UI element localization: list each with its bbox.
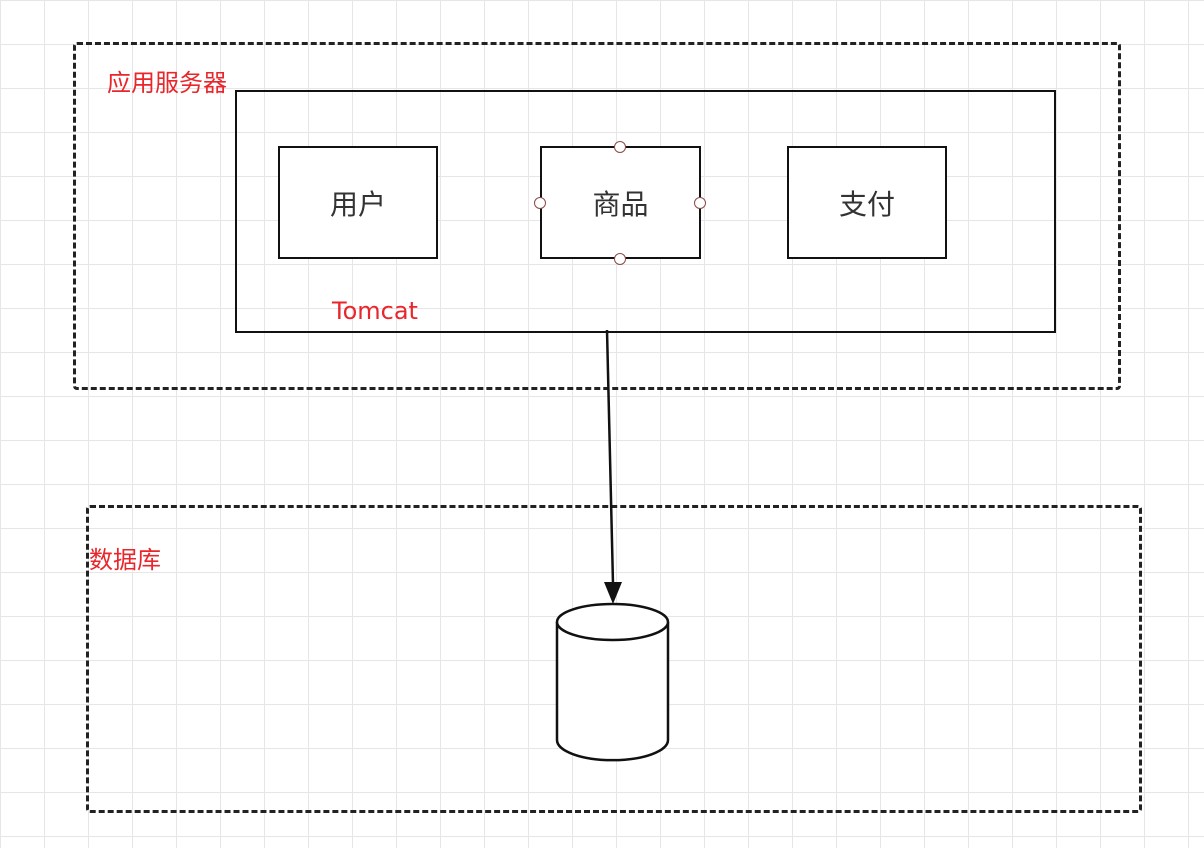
selection-handle-top[interactable] [614,141,626,153]
module-user-label: 用户 [329,187,386,221]
app-server-label: 应用服务器 [107,69,227,97]
database-label: 数据库 [89,546,161,574]
app-server-group[interactable] [73,42,1121,390]
module-payment-label: 支付 [838,187,895,221]
module-payment-box[interactable]: 支付 [787,146,947,259]
tomcat-container[interactable] [235,90,1056,333]
database-cylinder-icon[interactable] [555,602,670,762]
tomcat-label: Tomcat [332,297,418,325]
selection-handle-right[interactable] [694,197,706,209]
module-user-box[interactable]: 用户 [278,146,438,259]
module-goods-label: 商品 [592,187,649,221]
selection-handle-bottom[interactable] [614,253,626,265]
module-goods-box[interactable]: 商品 [540,146,701,259]
selection-handle-left[interactable] [534,197,546,209]
connector-arrow[interactable] [604,329,622,604]
database-group[interactable] [86,505,1142,813]
